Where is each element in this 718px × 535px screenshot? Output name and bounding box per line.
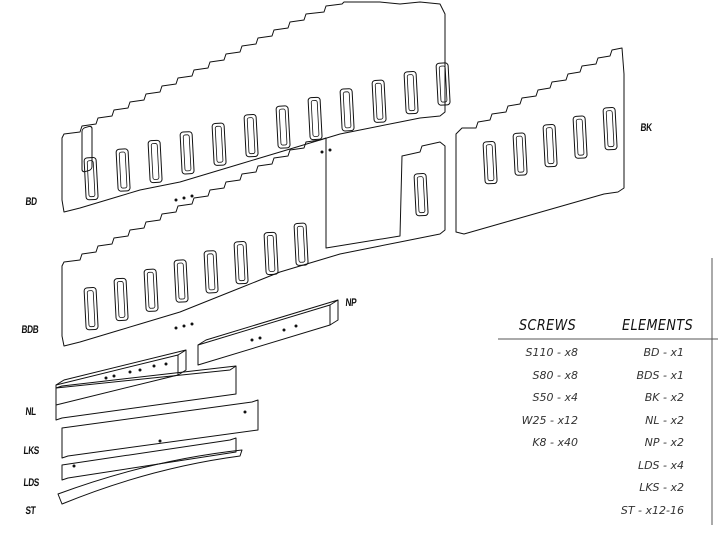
slot-window-inner [310,100,320,137]
slot-window-inner [515,135,525,173]
lks-rail [61,399,259,459]
slot-window-inner [236,244,246,282]
element-row: BD - x1 [643,346,685,359]
label-bdb: BDB [21,324,39,336]
slot-window [371,79,387,123]
slot-window-inner [575,118,585,156]
slot-window-inner [342,91,352,129]
slot-window [83,157,99,201]
slot-window [602,107,618,151]
slot-window [243,114,259,158]
element-row: NL - x2 [645,413,684,427]
slot-window [203,250,219,294]
bd-panel [61,1,446,213]
slot-window-inner [214,125,224,163]
screw-row: W25 - x12 [521,413,578,427]
slot-window [293,222,309,266]
slot-window-inner [406,74,416,112]
slot-window-inner [605,110,615,148]
slot-window [113,277,129,322]
slot-window [83,287,99,331]
slot-window [339,88,355,132]
label-nl: NL [25,406,37,418]
screws-header: SCREWS [519,316,577,334]
slot-window-inner [86,290,96,328]
elements-header: ELEMENTS [622,316,694,334]
slot-window-inner [176,262,186,300]
bd-slots [81,125,93,173]
slot-window-inner [116,281,126,318]
slot-window-inner [438,65,448,103]
label-lds: LDS [23,477,40,489]
slot-window [482,141,498,185]
slot-window-inner [246,117,256,155]
slot-window [572,115,588,159]
slot-window-inner [374,82,384,120]
slot-window-inner [150,143,160,180]
slot-window-inner [266,235,276,272]
element-row: BDS - x1 [636,368,684,382]
slot-window-inner [296,225,306,263]
screw-holes [72,148,332,468]
slot-window [435,62,451,106]
label-lks: LKS [23,445,40,457]
slot-window [413,173,429,217]
np-beam-a [197,299,339,366]
label-np: NP [345,297,357,309]
element-row: BK - x2 [644,391,684,404]
slot-window-inner [86,160,96,198]
slot-window [512,132,528,176]
bk-panel [455,47,625,235]
slot-window [233,241,249,285]
screw-row: K8 - x40 [532,436,578,449]
label-bd: BD [25,196,38,208]
slot-window-inner [416,176,426,214]
slot-window [275,105,291,149]
label-bk: BK [640,122,653,134]
slot-window-inner [182,134,192,172]
slot-window-inner [485,144,495,182]
slot-window-inner [118,151,128,189]
element-row: LDS - x4 [637,458,684,472]
slot-window-inner [545,127,555,165]
nl-beam [55,365,237,421]
slot-window [403,71,419,115]
screw-row: S110 - x8 [525,346,578,359]
element-row: LKS - x2 [639,481,684,494]
slot-window [143,268,159,312]
screw-row: S50 - x4 [532,391,578,404]
slot-window-inner [206,253,216,291]
slot-window [542,124,558,168]
lds-rail [61,437,237,481]
slot-window [307,96,323,141]
slot-window-inner [146,271,156,309]
screw-row: S80 - x8 [532,368,578,382]
slot-window [115,148,131,192]
st-slat [57,449,243,505]
slot-window [263,231,279,276]
slot-window-inner [278,108,288,146]
slot-window [147,139,163,184]
bdb-panel [61,137,446,347]
slot-window [211,122,227,166]
element-row: ST - x12-16 [620,503,684,517]
slot-window [179,131,195,175]
slot-window [173,259,189,303]
label-st: ST [25,505,36,517]
element-row: NP - x2 [644,436,684,449]
